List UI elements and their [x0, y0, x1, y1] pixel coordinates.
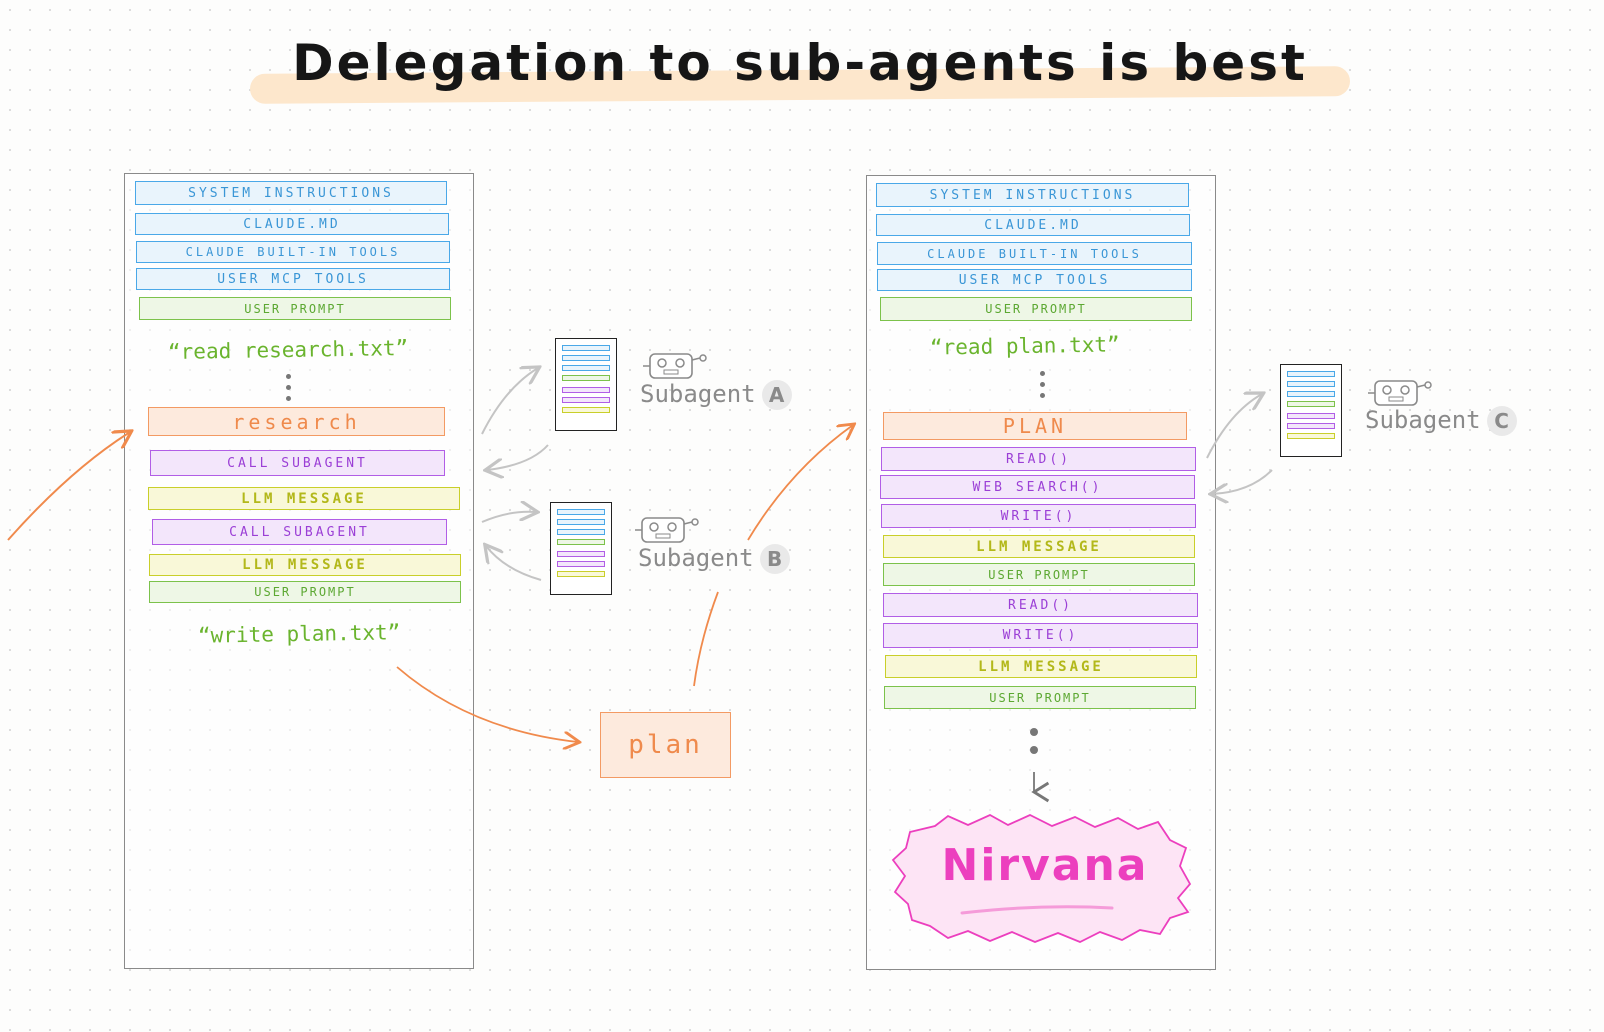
nirvana-burst-icon: [891, 813, 1192, 943]
left-user-prompt-1: User prompt: [139, 297, 451, 320]
right-user-prompt-3: User prompt: [884, 686, 1196, 709]
left-ellipsis: [286, 374, 292, 407]
right-claude-md: Claude.md: [876, 214, 1190, 236]
right-user-mcp-tools: User MCP tools: [877, 269, 1192, 291]
left-call-subagent-1: Call subagent: [150, 450, 445, 476]
plan-file-box: plan: [600, 712, 731, 778]
left-user-mcp-tools: User MCP tools: [136, 268, 450, 290]
nirvana-label: Nirvana: [941, 840, 1149, 891]
left-builtin-tools: Claude built-in tools: [136, 241, 450, 263]
subagent-c-document-icon: [1280, 364, 1342, 457]
right-ellipsis: [1040, 371, 1046, 404]
to-subagent-a-arrow-icon: [481, 368, 538, 435]
subagent-b-robot-icon: [635, 517, 699, 543]
from-subagent-c-arrow-icon: [1212, 469, 1273, 494]
subagent-a-document-icon: [555, 338, 617, 431]
right-user-prompt-1: User prompt: [880, 297, 1192, 321]
right-write-2: Write(): [883, 623, 1198, 648]
from-subagent-b-arrow-icon: [486, 546, 542, 581]
left-system-instructions: System Instructions: [135, 181, 447, 205]
left-claude-md: Claude.md: [135, 213, 449, 235]
right-plan: Plan: [883, 412, 1187, 440]
subagent-b-letter: B: [759, 544, 790, 574]
write-plan-arrow-icon: [396, 666, 578, 742]
subagent-a-letter: A: [761, 380, 792, 410]
right-system-instructions: System Instructions: [876, 183, 1189, 207]
right-ellipsis-2: [1030, 728, 1038, 760]
to-subagent-b-arrow-icon: [481, 512, 536, 523]
subagent-c-letter: C: [1486, 406, 1517, 436]
right-llm-message-2: LLM message: [885, 655, 1197, 678]
from-subagent-a-arrow-icon: [487, 444, 549, 470]
left-llm-message-2: LLM message: [149, 554, 461, 576]
to-subagent-c-arrow-icon: [1206, 394, 1262, 459]
left-llm-message-1: LLM message: [148, 487, 460, 510]
right-user-prompt-2: User prompt: [883, 563, 1195, 586]
subagent-b-document-icon: [550, 502, 612, 595]
title-area: Delegation to sub-agents is best: [249, 30, 1351, 110]
right-web-search: Web search(): [880, 475, 1195, 499]
subagent-c-robot-icon: [1368, 380, 1432, 406]
left-call-subagent-2: Call subagent: [152, 519, 447, 545]
left-research: research: [148, 407, 445, 436]
incoming-arrow-icon: [7, 432, 130, 541]
right-write-1: Write(): [881, 504, 1196, 528]
right-llm-message-1: LLM message: [883, 535, 1195, 558]
nirvana-underline: [960, 905, 1114, 915]
b-to-right-arrow-icon: [747, 425, 853, 541]
right-builtin-tools: Claude built-in tools: [877, 242, 1192, 265]
left-user-prompt-2: User prompt: [149, 581, 461, 603]
page-title: Delegation to sub-agents is best: [292, 34, 1308, 92]
right-read-2: Read(): [883, 593, 1198, 617]
right-read-1: Read(): [881, 447, 1196, 471]
subagent-a-robot-icon: [643, 353, 707, 379]
plan-to-b-arrow-icon: [693, 591, 719, 687]
